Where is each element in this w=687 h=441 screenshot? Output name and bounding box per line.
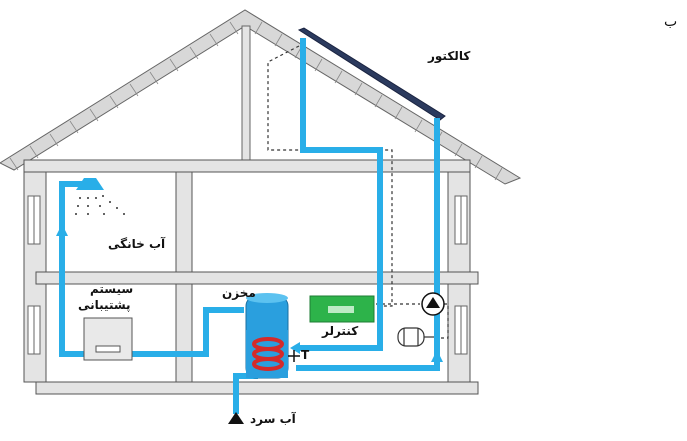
- roof: [0, 9, 522, 185]
- controller-label: کنترلر: [322, 324, 359, 338]
- heat-coil: [252, 337, 284, 371]
- controller-box: [309, 295, 375, 323]
- temperature-sensor-label: T: [301, 348, 310, 362]
- backup-heater: [83, 317, 133, 361]
- windows: [27, 195, 468, 355]
- cold-water-label: آب سرد: [250, 412, 296, 426]
- temperature-sensor-icon: [288, 350, 300, 362]
- cold-water-inlet-icon: [228, 412, 244, 424]
- backup-system-label-line2: پشتیبانی: [78, 298, 131, 312]
- hot-water-label: آب خانگی: [108, 237, 166, 251]
- collector-label: کالکتور: [428, 49, 471, 63]
- control-wires: [267, 45, 449, 339]
- flow-arrows: [56, 224, 443, 362]
- tank-label: مخزن: [222, 286, 256, 300]
- shower-head-icon: [75, 178, 125, 215]
- water-pipes: [59, 38, 440, 414]
- pump-icon: [421, 292, 445, 316]
- expansion-vessel-icon: [397, 327, 434, 347]
- backup-system-label-line1: سیستم: [90, 282, 134, 296]
- figure-letter: ب: [664, 14, 678, 30]
- solar-collector: [297, 27, 446, 121]
